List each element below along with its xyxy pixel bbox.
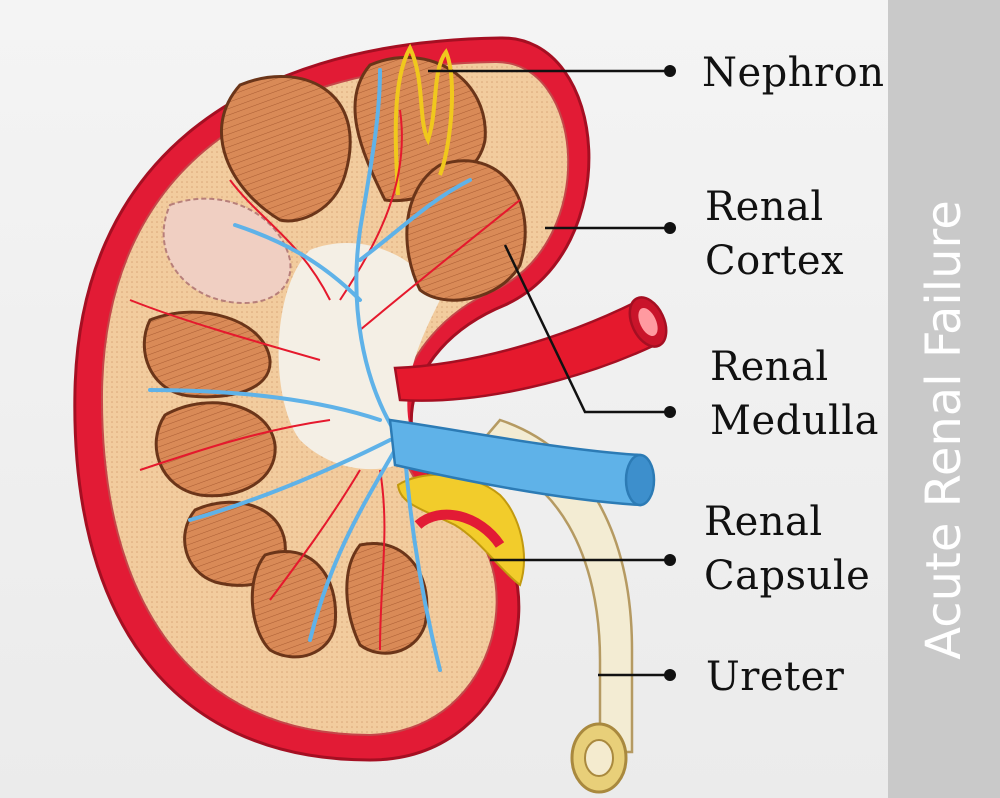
renal-sinus <box>278 243 440 470</box>
nephron-loop <box>393 43 454 196</box>
label-renal-capsule-line1: Renal <box>704 499 823 545</box>
leader-lines <box>428 69 670 677</box>
capsule-loop <box>414 509 505 548</box>
label-nephron-text: Nephron <box>702 50 885 96</box>
pyramid <box>142 310 272 399</box>
pyramid <box>345 542 429 655</box>
label-renal-medulla: Renal Medulla <box>710 340 879 448</box>
pyramid <box>250 550 338 659</box>
leader-medulla <box>503 244 670 414</box>
renal-vein-tube <box>388 418 656 507</box>
label-renal-cortex: Renal Cortex <box>705 180 844 288</box>
label-renal-medulla-line1: Renal <box>710 344 829 390</box>
label-renal-cortex-line1: Renal <box>705 184 824 230</box>
label-renal-capsule-line2: Capsule <box>704 553 871 599</box>
pyramid <box>220 75 352 223</box>
renal-artery-tube <box>393 296 668 402</box>
label-renal-cortex-line2: Cortex <box>705 238 845 284</box>
label-ureter-text: Ureter <box>706 654 845 700</box>
label-renal-capsule: Renal Capsule <box>704 495 870 603</box>
pyramid <box>154 401 277 498</box>
label-ureter: Ureter <box>706 650 844 704</box>
pyramid <box>162 197 292 305</box>
leader-dots <box>664 65 676 681</box>
side-title-strip <box>888 0 1000 798</box>
side-title: Acute Renal Failure <box>916 200 972 660</box>
cortical-arteries <box>129 109 521 651</box>
renal-pyramids <box>142 55 527 659</box>
renal-veins <box>148 68 472 672</box>
label-nephron: Nephron <box>702 46 885 100</box>
label-renal-medulla-line2: Medulla <box>710 398 879 444</box>
